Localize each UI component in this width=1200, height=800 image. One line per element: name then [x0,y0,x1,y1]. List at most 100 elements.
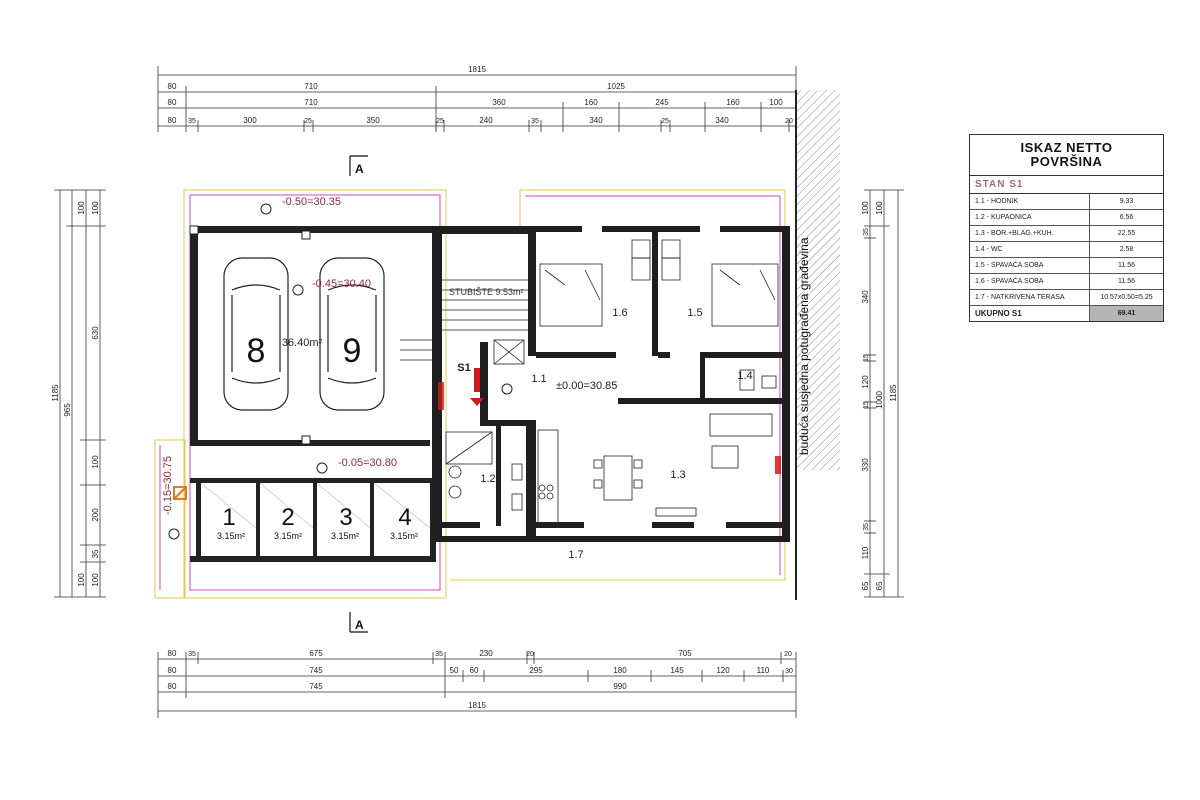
table-row: 1.7 - NATKRIVENA TERASA 10.57x0.50=5.25 [970,290,1163,306]
dim-text: 100 [77,201,86,215]
dim-text: 30 [785,668,793,675]
row-value: 9.33 [1089,194,1163,209]
dim-text: 630 [91,326,100,340]
section-markers: A A [349,155,368,633]
room-1-1: 1.1 [531,373,546,385]
total-label: UKUPNO S1 [975,309,1022,318]
dim-text: 35 [863,228,870,236]
bottom-dimension-text: 80 35 675 35 230 20 705 20 80 745 50 60 … [168,649,793,710]
dim-text: 1815 [468,701,486,710]
dim-text: 100 [91,201,100,215]
dim-text: 80 [168,116,177,125]
parking-space-8: 8 [247,332,266,370]
dim-text: 745 [309,682,323,691]
table-row: 1.6 - SPAVAĆA SOBA 11.56 [970,274,1163,290]
dim-text: 710 [304,98,318,107]
room-numbers: S1 1.1 1.2 1.3 1.4 1.5 1.6 1.7 [457,307,752,561]
dim-text: 20 [784,651,792,658]
dim-text: 745 [309,666,323,675]
dim-text: 110 [757,666,770,675]
dim-text: 80 [168,649,177,658]
storage-number: 1 [222,504,235,531]
level-markers: -0.50=30.35 -0.45=30.40 -0.05=30.80 -0.1… [162,196,617,540]
storage-area: 3.15m² [217,531,245,541]
dim-text: 1185 [889,384,898,402]
entrance-symbols [173,368,781,500]
parking-space-9: 9 [343,332,362,370]
area-table-title-line1: ISKAZ NETTO [1020,140,1113,155]
dim-text: 25 [436,118,444,125]
dim-text: 65 [861,581,870,590]
dim-text: 350 [366,116,380,125]
row-value: 6.56 [1089,210,1163,225]
bedroom-1-5-furniture [661,239,779,327]
dim-text: 25 [661,118,669,125]
row-label: 1.2 - KUPAONICA [975,214,1032,221]
dim-text: 35 [863,523,870,531]
storage-area: 3.15m² [390,531,418,541]
row-value: 11.56 [1089,274,1163,289]
row-value: 22.55 [1089,226,1163,241]
dim-text: 295 [529,666,543,675]
level-label: -0.45=30.40 [312,278,371,290]
section-mark-bottom: A [355,618,364,632]
dim-text: 675 [309,649,323,658]
dim-text: 340 [715,116,729,125]
dim-text: 245 [655,98,669,107]
dim-text: 1000 [875,391,884,409]
dim-text: 965 [63,403,72,417]
dim-text: 35 [91,549,100,558]
dim-text: 35 [435,651,443,658]
level-label: ±0.00=30.85 [556,380,617,392]
row-label: 1.4 - WC [975,246,1003,253]
dim-text: 330 [861,458,870,472]
dim-text: 80 [168,666,177,675]
dim-text: 80 [168,98,177,107]
dim-text: 50 [450,666,459,675]
area-table-title-line2: POVRŠINA [1030,154,1103,169]
row-value: 10.57x0.50=5.25 [1089,290,1163,305]
room-1-2: 1.2 [480,473,495,485]
dim-text: 100 [91,455,100,469]
dim-text: 145 [670,666,684,675]
bedroom-1-6-furniture [539,239,651,327]
right-dimension-text: 100 35 340 15 120 15 330 35 110 65 100 1… [861,201,898,591]
apartment-walls [432,226,790,542]
top-dimension-text: 1815 80 710 1025 80 710 360 160 245 160 … [168,65,793,125]
section-mark-top: A [355,162,364,176]
dim-text: 1185 [51,384,60,402]
left-dimension-text: 1185 965 100 630 100 200 35 100 100 100 [51,201,100,587]
dim-text: 340 [861,290,870,304]
dim-text: 160 [726,98,740,107]
row-label: 1.3 - BOR.+BLAG.+KUH. [975,230,1054,237]
dim-text: 230 [479,649,493,658]
table-row: 1.1 - HODNIK 9.33 [970,194,1163,210]
level-label: -0.50=30.35 [282,196,341,208]
room-1-5: 1.5 [687,307,702,319]
room-1-6: 1.6 [612,307,627,319]
room-s1: S1 [457,362,470,374]
dim-text: 35 [188,118,196,125]
dim-text: 110 [861,546,870,559]
dim-text: 340 [589,116,603,125]
dim-text: 100 [861,201,870,215]
storage-area: 3.15m² [331,531,359,541]
row-value: 2.58 [1089,242,1163,257]
row-label: 1.1 - HODNIK [975,198,1019,205]
dim-text: 35 [188,651,196,658]
dim-text: 705 [678,649,692,658]
level-label: -0.15=30.75 [162,456,174,515]
row-label: 1.5 - SPAVAĆA SOBA [975,262,1044,269]
area-table: ISKAZ NETTO POVRŠINA STAN S1 1.1 - HODNI… [969,134,1164,322]
room-1-7: 1.7 [568,549,583,561]
dim-text: 1025 [607,82,625,91]
dim-text: 160 [584,98,598,107]
dim-text: 80 [168,82,177,91]
table-row: 1.2 - KUPAONICA 6.56 [970,210,1163,226]
table-row: 1.3 - BOR.+BLAG.+KUH. 22.55 [970,226,1163,242]
dim-text: 15 [863,354,870,362]
dim-text: 990 [613,682,627,691]
neighbor-boundary: buduća susjedna potugrađena građevina [795,90,840,600]
dim-text: 35 [531,118,539,125]
row-label: 1.7 - NATKRIVENA TERASA [975,294,1065,301]
